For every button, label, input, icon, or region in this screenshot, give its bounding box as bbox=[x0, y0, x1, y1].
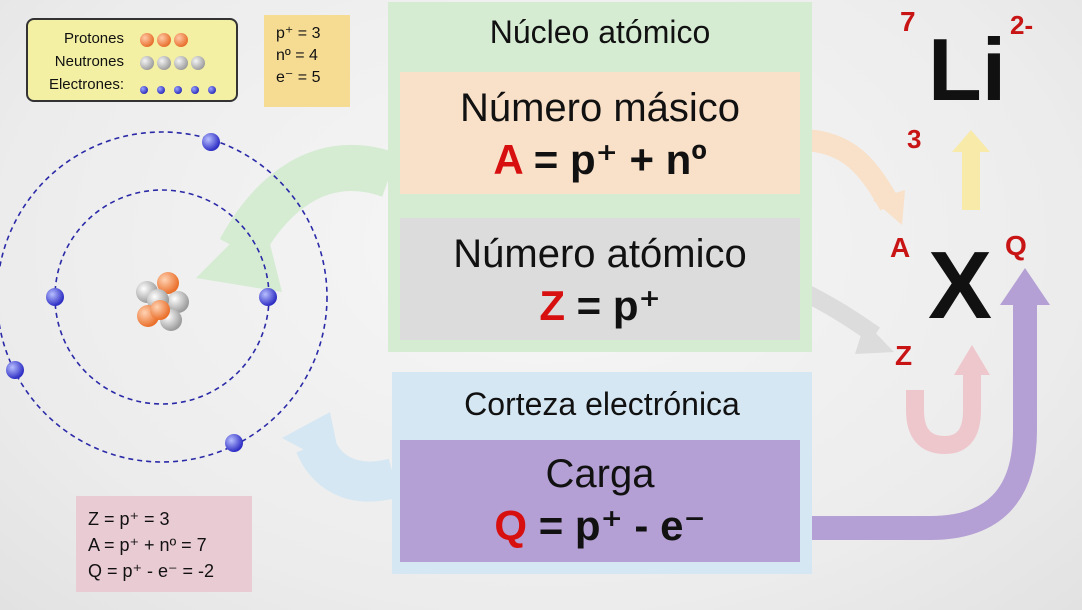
summary-atomic-number: Z = p⁺ = 3 bbox=[88, 509, 170, 529]
electron bbox=[202, 133, 220, 151]
mass-number-title: Número másico bbox=[459, 86, 741, 130]
electron-count: e⁻ = 5 bbox=[276, 69, 321, 86]
li-mass-number: 7 bbox=[900, 6, 916, 37]
mass-arrow bbox=[799, 129, 900, 211]
neutrons-legend-label: Neutrones bbox=[54, 53, 124, 70]
protons-legend-label: Protones bbox=[63, 30, 124, 47]
charge-arrow bbox=[800, 300, 1037, 540]
x-symbol: X bbox=[928, 232, 993, 339]
charge-box: Carga Q = p⁺ - e⁻ bbox=[400, 440, 800, 562]
atomic-number-title: Número atómico bbox=[453, 232, 747, 276]
proton-legend-dots bbox=[140, 31, 191, 48]
nucleus-title: Núcleo atómico bbox=[489, 14, 711, 50]
atomic-arrowhead bbox=[855, 322, 894, 354]
outer-orbit bbox=[0, 131, 328, 463]
particle-counts: p⁺ = 3 nº = 4 e⁻ = 5 bbox=[264, 15, 350, 107]
li-arrowhead bbox=[952, 130, 990, 152]
electron bbox=[6, 361, 24, 379]
electron-legend-dots bbox=[140, 81, 225, 98]
neutron-count: nº = 4 bbox=[276, 47, 318, 64]
li-atomic-number: 3 bbox=[907, 124, 922, 154]
atomic-number-rhs: = p⁺ bbox=[576, 282, 661, 329]
charge-title: Carga bbox=[545, 452, 655, 496]
x-mass-label: A bbox=[890, 232, 911, 263]
atom-nucleus bbox=[136, 272, 189, 331]
x-atomic-label: Z bbox=[895, 340, 913, 371]
cortex-title: Corteza electrónica bbox=[464, 386, 740, 422]
nucleus-arrowhead bbox=[196, 212, 282, 292]
z-position-arrow bbox=[906, 370, 981, 455]
electron bbox=[259, 288, 277, 306]
atomic-number-box: Número atómico Z = p⁺ bbox=[400, 218, 800, 340]
neutron-legend-dots bbox=[140, 54, 208, 71]
charge-formula: Q = p⁺ - e⁻ bbox=[400, 501, 800, 550]
neutron bbox=[157, 272, 179, 294]
lithium-summary: Z = p⁺ = 3 A = p⁺ + nº = 7 Q = p⁺ - e⁻ =… bbox=[76, 496, 252, 592]
cortex-arrowhead bbox=[282, 412, 342, 470]
electrons-legend-label: Electrones: bbox=[48, 76, 124, 93]
particle-legend: Protones Neutrones Electrones: bbox=[26, 18, 238, 102]
charge-symbol: Q bbox=[494, 502, 528, 549]
x-charge-label: Q bbox=[1005, 230, 1027, 261]
li-arrow-shaft bbox=[962, 150, 980, 210]
mass-number-formula: A = p⁺ + nº bbox=[400, 135, 800, 184]
atomic-number-formula: Z = p⁺ bbox=[400, 281, 800, 330]
mass-number-box: Número másico A = p⁺ + nº bbox=[400, 72, 800, 194]
z-position-arrowhead bbox=[954, 345, 990, 375]
li-charge: 2- bbox=[1010, 10, 1034, 40]
atomic-number-symbol: Z bbox=[539, 282, 565, 329]
charge-rhs: = p⁺ - e⁻ bbox=[538, 502, 706, 549]
li-symbol: Li bbox=[928, 20, 1007, 119]
summary-mass-number: A = p⁺ + nº = 7 bbox=[88, 535, 207, 555]
electron bbox=[225, 434, 243, 452]
mass-arrowhead bbox=[873, 190, 905, 225]
neutron bbox=[150, 300, 170, 320]
mass-number-rhs: = p⁺ + nº bbox=[533, 136, 707, 183]
neutron bbox=[167, 291, 189, 313]
proton-count: p⁺ = 3 bbox=[276, 25, 321, 42]
charge-arrowhead bbox=[1000, 268, 1050, 305]
summary-charge: Q = p⁺ - e⁻ = -2 bbox=[88, 561, 215, 581]
electron bbox=[46, 288, 64, 306]
mass-number-symbol: A bbox=[493, 136, 523, 183]
